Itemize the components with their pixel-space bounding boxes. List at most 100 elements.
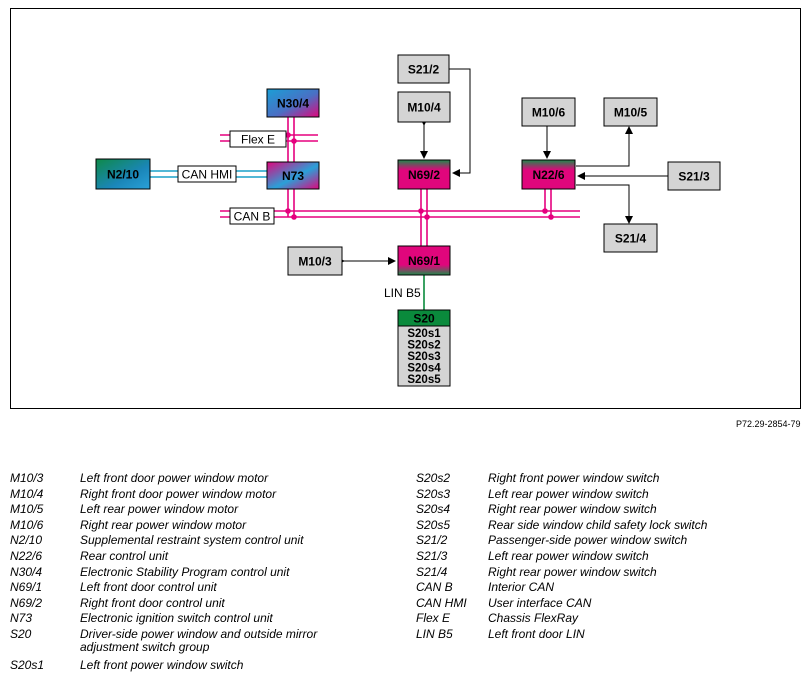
svg-text:M10/6: M10/6 (532, 106, 566, 120)
legend-desc: Left front door power window motor (80, 471, 269, 485)
legend-row: M10/4 Right front door power window motor (10, 487, 360, 503)
legend-desc: Left front door LIN (488, 626, 585, 641)
s20-switch-label: S20s1 (407, 328, 441, 340)
module-m10-4: M10/4 (397, 91, 451, 123)
legend-desc: Left front power window switch (80, 657, 244, 672)
legend-row: M10/6 Right rear power window motor (10, 518, 360, 534)
legend-code: LIN B5 (416, 626, 453, 641)
legend-desc: Passenger-side power window switch (488, 533, 688, 548)
legend-desc: Right front door power window motor (80, 486, 277, 501)
svg-text:N2/10: N2/10 (107, 168, 139, 182)
bus-junctions (285, 132, 554, 220)
legend-code: CAN HMI (416, 595, 467, 610)
svg-text:N22/6: N22/6 (532, 168, 564, 182)
svg-text:M10/3: M10/3 (298, 255, 332, 269)
module-s20: S20 S20s1 S20s2 S20s3 S20s4 S20s5 (397, 309, 451, 387)
legend-code: N69/1 (10, 580, 43, 595)
legend-desc: Electronic Stability Program control uni… (80, 564, 290, 579)
module-n2-10: N2/10 (95, 158, 151, 190)
legend-code: M10/5 (10, 502, 44, 517)
legend-row: M10/3 Left front door power window motor (10, 471, 360, 487)
legend-desc: Right rear power window motor (80, 517, 247, 532)
legend-code: N2/10 (10, 533, 43, 548)
svg-text:M10/4: M10/4 (407, 101, 441, 115)
legend-desc: Driver-side power window and outside mir… (80, 626, 318, 654)
legend-row: S20s5 Rear side window child safety lock … (416, 518, 806, 534)
s20-switch-label: S20s3 (407, 351, 440, 363)
svg-text:N69/1: N69/1 (408, 254, 440, 268)
legend-row: CAN HMI User interface CAN (416, 596, 806, 612)
legend-code: M10/3 (10, 471, 44, 485)
svg-text:S21/4: S21/4 (615, 232, 647, 246)
legend-right: S20s2 Right front power window switch S20… (416, 471, 806, 643)
legend-desc: Chassis FlexRay (488, 611, 579, 626)
module-s21-4: S21/4 (603, 223, 658, 253)
figure-reference-code: P72.29-2854-79 (736, 419, 801, 429)
legend-desc: Left rear power window motor (80, 502, 239, 517)
legend-row: N30/4 Electronic Stability Program contro… (10, 565, 360, 581)
legend-code: N73 (10, 611, 33, 626)
legend-row: N69/1 Left front door control unit (10, 580, 360, 596)
s20-switch-label: S20s5 (407, 374, 441, 386)
legend-code: S20 (10, 626, 32, 641)
signal-arrows (337, 68, 668, 265)
module-s21-3: S21/3 (667, 161, 721, 191)
legend-desc: Left rear power window switch (488, 486, 649, 501)
can-b-label: CAN B (229, 207, 275, 225)
can-b-bus (220, 210, 580, 218)
svg-text:Flex E: Flex E (241, 133, 275, 147)
legend-row: LIN B5 Left front door LIN (416, 627, 806, 643)
module-n30-4: N30/4 (266, 88, 320, 118)
legend-code: S21/3 (416, 548, 448, 563)
svg-text:S20: S20 (413, 312, 435, 326)
module-n73: N73 (266, 161, 320, 190)
legend-code: M10/6 (10, 517, 44, 532)
legend-row: S20s3 Left rear power window switch (416, 487, 806, 503)
svg-text:N69/2: N69/2 (408, 168, 440, 182)
s20-switch-label: S20s4 (407, 363, 441, 375)
svg-text:S21/3: S21/3 (678, 170, 710, 184)
legend-desc: Rear side window child safety lock switc… (488, 517, 708, 532)
legend-row: S20 Driver-side power window and outside … (10, 627, 360, 658)
svg-text:S21/2: S21/2 (408, 63, 440, 77)
legend-code: Flex E (416, 611, 451, 626)
module-n69-1: N69/1 (397, 245, 451, 276)
module-n69-2: N69/2 (397, 159, 451, 190)
legend-desc: Right front door control unit (80, 595, 225, 610)
module-m10-3: M10/3 (287, 246, 343, 276)
svg-text:N73: N73 (282, 169, 304, 183)
legend-row: S21/2 Passenger-side power window switch (416, 533, 806, 549)
legend-code: N22/6 (10, 548, 43, 563)
legend-code: N30/4 (10, 564, 43, 579)
svg-text:CAN HMI: CAN HMI (182, 168, 233, 182)
module-s21-2: S21/2 (397, 54, 450, 84)
lin-b5-label: LIN B5 (384, 286, 421, 300)
legend-row: M10/5 Left rear power window motor (10, 502, 360, 518)
svg-text:CAN B: CAN B (234, 210, 271, 224)
legend-desc: Right rear power window switch (488, 564, 657, 579)
legend-desc: Interior CAN (488, 580, 555, 595)
legend-desc: Rear control unit (80, 548, 169, 563)
can-hmi-label: CAN HMI (177, 165, 237, 183)
legend-code: M10/4 (10, 486, 44, 501)
legend-desc: User interface CAN (488, 595, 592, 610)
network-diagram: Flex E CAN HMI CAN B LIN B5 N30/4 N2/10 … (10, 8, 801, 409)
svg-text:N30/4: N30/4 (277, 97, 309, 111)
legend-code: S20s3 (416, 486, 451, 501)
legend-row: N2/10 Supplemental restraint system contr… (10, 533, 360, 549)
legend-desc: Right front power window switch (488, 471, 660, 485)
legend-code: S21/2 (416, 533, 448, 548)
legend-desc: Left front door control unit (80, 580, 217, 595)
legend-row: Flex E Chassis FlexRay (416, 611, 806, 627)
legend-row: N22/6 Rear control unit (10, 549, 360, 565)
legend-desc: Supplemental restraint system control un… (80, 533, 304, 548)
legend-code: S20s2 (416, 471, 451, 485)
legend-code: S20s5 (416, 517, 451, 532)
flex-e-label: Flex E (229, 130, 287, 148)
